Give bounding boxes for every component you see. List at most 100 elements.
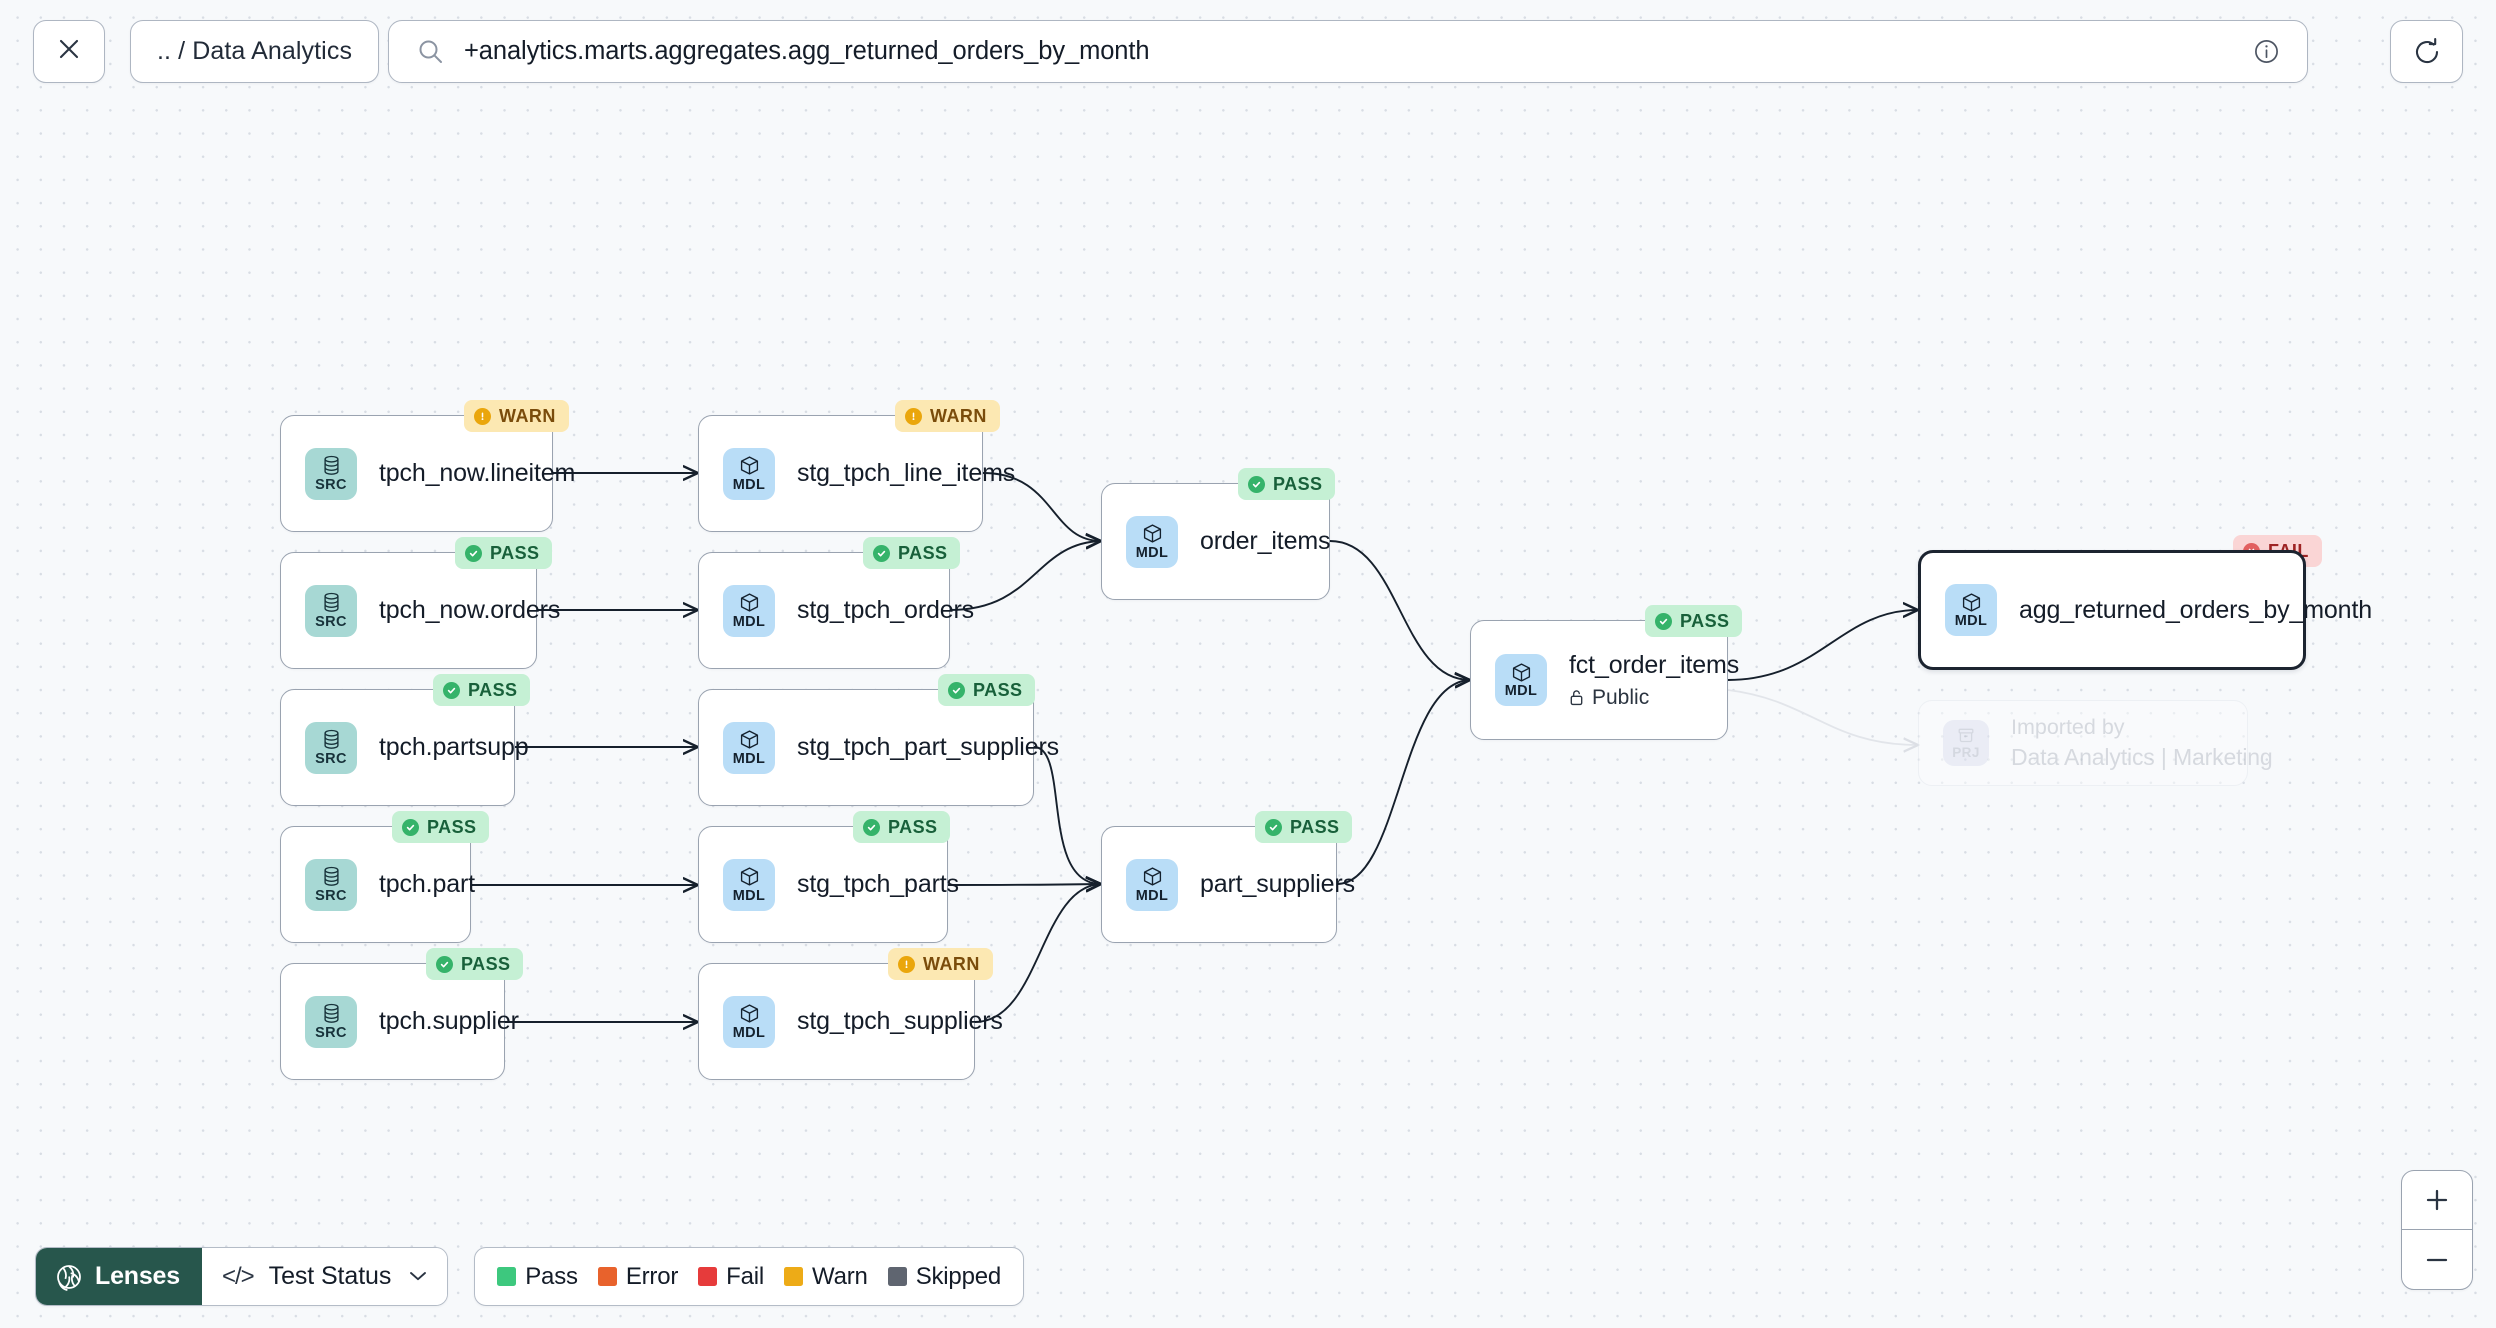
bottom-toolbar: Lenses </> Test Status Pass Error Fail W… [35,1247,1025,1306]
legend-swatch-warn [784,1267,804,1286]
legend-item-skipped[interactable]: Skipped [887,1262,1002,1291]
database-icon [322,729,341,751]
lineage-node-agg-returned-orders-by-month[interactable]: MDL agg_returned_orders_by_month [1918,550,2372,670]
legend-label: Skipped [915,1262,1002,1290]
status-badge-label: WARN [923,953,980,974]
lineage-node-fct-order-items[interactable]: MDL fct_order_items Public [1470,620,1739,740]
lineage-node-tpch-now-orders[interactable]: SRC tpch_now.orders [280,552,560,669]
legend-label: Fail [726,1262,765,1290]
node-type-label: MDL [1504,683,1538,700]
info-circle-icon [2252,37,2281,66]
breadcrumb[interactable]: .. / Data Analytics [130,20,380,83]
status-badge-pass[interactable]: PASS [1238,468,1336,500]
node-type-label: MDL [732,476,766,493]
lineage-node-stg-tpch-parts[interactable]: MDL stg_tpch_parts [698,826,959,943]
test-status-dropdown[interactable]: </> Test Status [201,1248,448,1305]
cube-icon [739,1003,760,1025]
node-type-label: SRC [315,476,347,493]
pass-icon [863,818,880,836]
refresh-icon [2411,36,2443,68]
lineage-node-tpch-supplier[interactable]: SRC tpch.supplier [280,963,519,1080]
status-badge-pass[interactable]: PASS [938,674,1036,706]
zoom-out-button[interactable] [2402,1230,2472,1289]
node-type-label: MDL [1135,887,1169,904]
status-badge-pass[interactable]: PASS [433,674,531,706]
cube-icon [739,866,760,888]
zoom-controls [2401,1170,2473,1290]
node-type-chip-src: SRC [305,858,357,911]
legend-swatch-skipped [887,1267,907,1286]
legend-label: Pass [525,1262,578,1290]
zoom-in-button[interactable] [2402,1171,2472,1230]
status-badge-pass[interactable]: PASS [863,537,961,569]
legend-item-error[interactable]: Error [597,1262,679,1291]
node-sublabel-top: Imported by [2011,715,2125,739]
archive-icon [1957,726,1975,745]
node-type-chip-mdl: MDL [723,447,775,500]
lineage-node-tpch-part[interactable]: SRC tpch.part [280,826,475,943]
lineage-node-part-suppliers[interactable]: MDL part_suppliers [1101,826,1355,943]
info-button[interactable] [2252,37,2281,66]
status-badge-warn[interactable]: WARN [895,400,1000,432]
status-badge-warn[interactable]: WARN [888,948,993,980]
test-status-label: Test Status [268,1262,392,1290]
node-type-chip-mdl: MDL [723,584,775,637]
node-type-label: PRJ [1952,745,1980,761]
chevron-down-icon [408,1265,428,1288]
lineage-node-tpch-partsupp[interactable]: SRC tpch.partsupp [280,689,529,806]
refresh-button[interactable] [2390,20,2463,83]
breadcrumb-label: .. / Data Analytics [157,37,353,65]
lineage-node-stg-tpch-orders[interactable]: MDL stg_tpch_orders [698,552,974,669]
legend-item-fail[interactable]: Fail [698,1263,764,1291]
search-bar[interactable]: +analytics.marts.aggregates.agg_returned… [388,20,2308,83]
node-type-label: MDL [1135,544,1169,561]
legend-item-pass[interactable]: Pass [497,1263,578,1291]
minus-icon [2423,1246,2451,1274]
node-type-chip-mdl: MDL [723,721,775,774]
lineage-node-tpch-now-lineitem[interactable]: SRC tpch_now.lineitem [280,415,575,532]
legend-swatch-fail [698,1267,718,1286]
pass-icon [948,681,965,699]
status-badge-pass[interactable]: PASS [853,811,951,843]
status-badge-pass[interactable]: PASS [392,811,490,843]
node-visibility-label: Public [1592,685,1650,709]
status-badge-label: PASS [898,542,948,563]
node-type-chip-mdl: MDL [1495,654,1547,706]
node-type-chip-mdl: MDL [723,858,775,911]
pass-icon [1248,475,1265,493]
status-badge-pass[interactable]: PASS [455,537,553,569]
node-type-chip-mdl: MDL [1126,515,1178,568]
node-label: order_items [1200,527,1331,555]
close-button[interactable] [33,20,105,83]
legend-label: Error [625,1262,679,1290]
search-icon [417,38,444,65]
lineage-node-stg-tpch-part-suppliers[interactable]: MDL stg_tpch_part_suppliers [698,689,1059,806]
status-legend: Pass Error Fail Warn Skipped [474,1247,1025,1306]
lineage-node-order-items[interactable]: MDL order_items [1101,483,1331,600]
node-label: stg_tpch_line_items [797,459,1016,487]
node-label: tpch.part [379,870,475,898]
status-badge-warn[interactable]: WARN [464,400,569,432]
lenses-button[interactable]: Lenses [36,1248,202,1305]
lenses-label: Lenses [95,1262,180,1290]
node-type-label: SRC [315,613,347,630]
node-type-chip-src: SRC [305,995,357,1048]
search-input[interactable]: +analytics.marts.aggregates.agg_returned… [464,37,1150,65]
lineage-node-stg-tpch-line-items[interactable]: MDL stg_tpch_line_items [698,415,1016,532]
status-badge-label: PASS [461,953,511,974]
node-type-label: SRC [315,750,347,767]
lineage-node-imported-by-project[interactable]: PRJ Imported by Data Analytics | Marketi… [1918,700,2273,786]
node-type-label: SRC [315,1024,347,1041]
lineage-node-stg-tpch-suppliers[interactable]: MDL stg_tpch_suppliers [698,963,1003,1080]
status-badge-pass[interactable]: PASS [1645,605,1743,637]
warn-icon [898,955,915,973]
database-icon [322,1003,341,1025]
status-badge-pass[interactable]: PASS [1255,811,1353,843]
node-label: tpch.supplier [379,1007,519,1035]
status-badge-pass[interactable]: PASS [426,948,524,980]
node-type-chip-mdl: MDL [1945,584,1997,636]
cube-icon [1142,523,1163,545]
cube-icon [739,729,760,751]
legend-item-warn[interactable]: Warn [784,1263,868,1291]
